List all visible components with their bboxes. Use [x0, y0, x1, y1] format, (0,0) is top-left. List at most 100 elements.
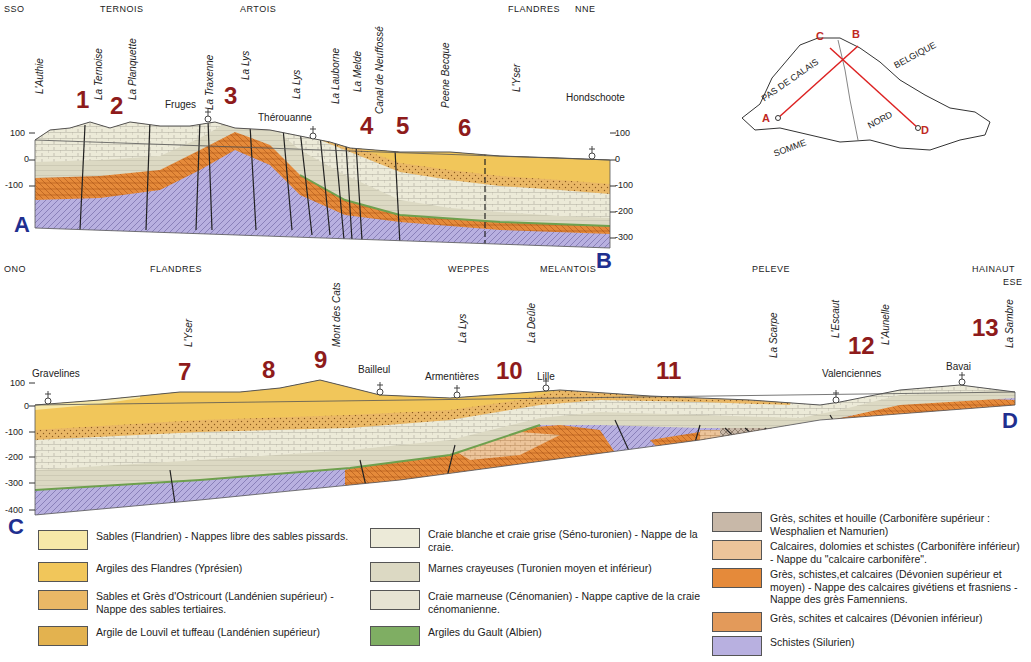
section-layers — [208, 120, 212, 230]
section-end-letter: D — [1002, 410, 1018, 432]
section-layers — [356, 145, 362, 240]
legend-swatch — [712, 612, 762, 632]
inset-map — [776, 116, 781, 121]
section-layers — [745, 428, 778, 458]
section-end-letter: A — [14, 214, 30, 236]
section-layers — [80, 120, 485, 245]
river-name: Peene Becque — [440, 42, 451, 108]
axis-value: 100 — [10, 378, 25, 388]
section-layers — [300, 130, 312, 235]
legend-swatch — [38, 530, 88, 550]
river-name: Canal de Neuffossé — [374, 26, 385, 114]
river-name: La Lys — [457, 314, 468, 343]
axis-ticks — [29, 133, 35, 186]
section-layers — [35, 80, 610, 218]
legend-text: Schistes (Silurien) — [770, 636, 1026, 649]
town-marker — [833, 390, 839, 397]
map-region-name: NORD — [866, 109, 894, 130]
axis-value: -300 — [615, 232, 633, 242]
section-layers — [80, 125, 85, 230]
callout-number: 5 — [396, 114, 409, 138]
town-marker — [454, 385, 460, 392]
section-layers — [35, 370, 1015, 470]
section-layers — [283, 128, 292, 230]
section-layers — [30, 370, 1020, 520]
region-name: WEPPES — [448, 264, 490, 274]
town-name: Bavai — [946, 361, 971, 372]
river-name: La Traxenne — [204, 55, 215, 110]
section-frame — [35, 392, 1015, 515]
legend-swatch — [712, 540, 762, 560]
map-point-letter: C — [816, 30, 824, 42]
region-name: HAINAUT — [972, 264, 1015, 274]
legend-swatch — [38, 590, 88, 610]
axis-ticks — [29, 133, 616, 238]
section-layers — [484, 150, 485, 245]
town-marker — [205, 116, 211, 122]
axis-value: -400 — [5, 505, 23, 515]
town-marker — [45, 109, 965, 404]
town-marker — [589, 153, 595, 159]
callout-number: 11 — [656, 359, 681, 383]
town-marker — [205, 109, 211, 116]
river-name: La Melde — [352, 51, 363, 92]
section-layers — [35, 370, 800, 440]
callout-number: 7 — [178, 360, 191, 384]
callout-number: 4 — [360, 114, 373, 138]
legend-text: Craie blanche et craie grise (Séno-turon… — [428, 528, 700, 553]
axis-value: 100 — [10, 128, 25, 138]
section-layers — [720, 428, 805, 455]
legend-swatch — [370, 590, 420, 610]
river-name: La Scarpe — [768, 312, 779, 358]
inset-map — [742, 38, 990, 150]
legend-text: Argiles des Flandres (Yprésien) — [96, 562, 362, 575]
callout-number: 1 — [76, 88, 89, 112]
section-layers — [30, 80, 620, 260]
map-point-letter: A — [762, 112, 770, 124]
axis-value: -100 — [5, 180, 23, 190]
town-name: Valenciennes — [822, 368, 881, 379]
axis-value: -300 — [5, 478, 23, 488]
town-name: Lille — [537, 371, 555, 382]
town-marker — [959, 372, 965, 379]
region-name: SSO — [4, 4, 25, 14]
section-layers — [30, 80, 620, 260]
inset-map — [742, 38, 990, 150]
legend-swatch — [370, 562, 420, 582]
section-layers — [346, 145, 352, 240]
town-name: Gravelines — [32, 368, 80, 379]
legend-swatch — [38, 626, 88, 646]
legend-text: Calcaires, dolomies et schistes (Carboni… — [770, 540, 1026, 565]
river-name: La Ternoise — [93, 48, 104, 100]
legend-swatch — [370, 626, 420, 646]
region-name: ARTOIS — [240, 4, 276, 14]
legend-text: Grès, schites et houille (Carbonifère su… — [770, 512, 1026, 537]
callout-number: 2 — [110, 94, 123, 118]
axis-value: 100 — [615, 128, 630, 138]
section-layers — [35, 370, 560, 430]
axis-value: -200 — [615, 206, 633, 216]
region-name: FLANDRES — [508, 4, 560, 14]
town-marker — [310, 126, 316, 133]
legend-text: Marnes crayeuses (Turonien moyen et infé… — [428, 562, 700, 575]
section-layers — [30, 370, 1020, 520]
river-name: L'Escaut — [830, 300, 841, 338]
section-frame — [35, 140, 610, 248]
town-name: Hondschoote — [566, 92, 625, 103]
callout-number: 8 — [262, 358, 275, 382]
section-layers — [170, 470, 176, 510]
legend-text: Grès, schistes,et calcaires (Dévonien su… — [770, 568, 1026, 606]
section-layers — [765, 428, 795, 455]
axis-value: 0 — [615, 154, 620, 164]
axis-ticks — [29, 383, 35, 510]
callout-number: 13 — [972, 316, 999, 340]
town-marker — [833, 397, 839, 403]
river-name: La Deûle — [526, 303, 537, 343]
region-name: ESE — [1003, 277, 1023, 287]
ground-surface — [35, 122, 610, 160]
section-layers — [250, 125, 256, 230]
section-layers — [690, 425, 700, 460]
section-layers — [395, 150, 400, 245]
callout-number: 9 — [314, 348, 327, 372]
axis-value: 0 — [24, 401, 29, 411]
